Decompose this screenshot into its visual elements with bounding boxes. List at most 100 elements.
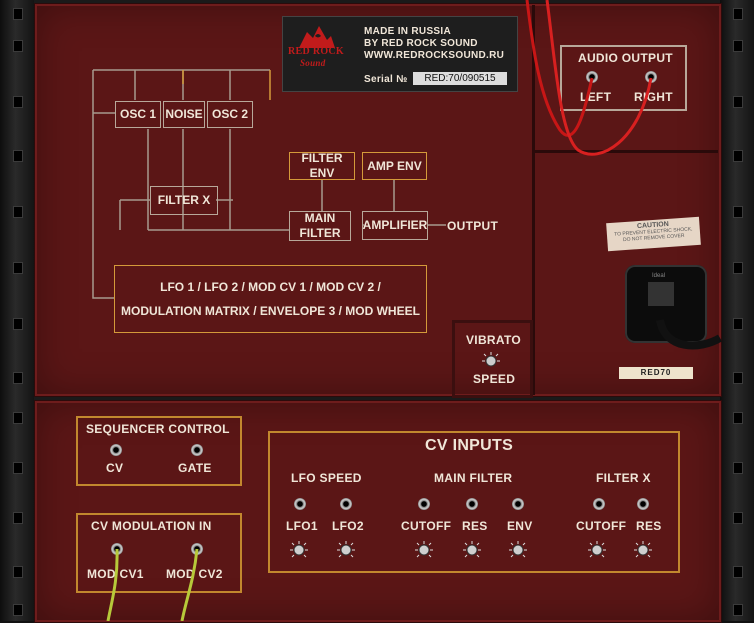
rack-mount-hole [13, 372, 23, 384]
rack-mount-hole [13, 604, 23, 616]
main-filter-res-label: RES [462, 519, 488, 533]
main-filter-cutoff-jack[interactable] [418, 498, 430, 510]
website-text: WWW.REDROCKSOUND.RU [364, 50, 505, 61]
rack-mount-hole [733, 40, 743, 52]
lfo1-cv-jack[interactable] [294, 498, 306, 510]
sequencer-gate-label: GATE [178, 461, 212, 475]
info-plate [282, 16, 518, 92]
rack-mount-hole [13, 566, 23, 578]
rack-mount-hole [733, 566, 743, 578]
filter-x-cutoff-jack[interactable] [593, 498, 605, 510]
cv-inputs-title: CV INPUTS [425, 437, 514, 454]
knob-icon [509, 541, 527, 558]
logo-brand-line2: Sound [300, 58, 326, 68]
knob-icon [634, 541, 652, 558]
sequencer-control-box [76, 416, 242, 486]
knob-icon [415, 541, 433, 558]
serial-field: RED:70/090515 [413, 72, 507, 85]
power-socket-brand: Ideal [652, 273, 666, 279]
rack-mount-hole [733, 604, 743, 616]
main-filter-env-amount-knob[interactable] [509, 541, 527, 559]
rack-mount-hole [733, 412, 743, 424]
amp-env-block: AMP ENV [362, 152, 427, 180]
rack-mount-hole [13, 318, 23, 330]
sequencer-cv-jack[interactable] [110, 444, 122, 456]
mod-cv1-label: MOD CV1 [87, 567, 144, 581]
main-filter-block: MAIN FILTER [289, 211, 351, 241]
manufacturer-text: BY RED ROCK SOUND [364, 38, 478, 49]
lfo1-label: LFO1 [286, 519, 318, 533]
filter-x-cutoff-amount-knob[interactable] [588, 541, 606, 559]
mod-cv1-jack[interactable] [111, 543, 123, 555]
lfo2-amount-knob[interactable] [337, 541, 355, 559]
main-filter-res-jack[interactable] [466, 498, 478, 510]
cv-inputs-box [268, 431, 680, 573]
panel-divider [532, 5, 535, 395]
filter-x-block: FILTER X [150, 186, 218, 215]
rack-mount-hole [733, 150, 743, 162]
modulation-sources-block: LFO 1 / LFO 2 / MOD CV 1 / MOD CV 2 / MO… [114, 265, 427, 333]
bottom-panel [34, 400, 722, 623]
mod-cv2-jack[interactable] [191, 543, 203, 555]
main-filter-env-label: ENV [507, 519, 533, 533]
vibrato-speed-knob[interactable] [482, 352, 500, 370]
knob-icon [290, 541, 308, 558]
filter-x-title: FILTER X [596, 471, 651, 485]
rack-mount-hole [733, 462, 743, 474]
lfo-speed-title: LFO SPEED [291, 471, 362, 485]
lfo1-amount-knob[interactable] [290, 541, 308, 559]
knob-icon [588, 541, 606, 558]
rack-mount-hole [13, 8, 23, 20]
rack-mount-hole [733, 318, 743, 330]
serial-label: Serial № [364, 74, 408, 85]
osc1-block: OSC 1 [115, 101, 161, 128]
rack-mount-hole [733, 8, 743, 20]
modulation-sources-line2: MODULATION MATRIX / ENVELOPE 3 / MOD WHE… [121, 304, 420, 318]
main-filter-title: MAIN FILTER [434, 471, 513, 485]
rack-mount-hole [13, 262, 23, 274]
noise-block: NOISE [163, 101, 205, 128]
sequencer-cv-label: CV [106, 461, 124, 475]
rack-mount-hole [13, 512, 23, 524]
logo [285, 18, 345, 68]
main-filter-res-amount-knob[interactable] [463, 541, 481, 559]
logo-brand-line1: RED ROCK [288, 46, 345, 57]
knob-icon [337, 541, 355, 558]
lfo2-cv-jack[interactable] [340, 498, 352, 510]
rack-mount-hole [733, 512, 743, 524]
filter-x-res-amount-knob[interactable] [634, 541, 652, 559]
rack-mount-hole [13, 96, 23, 108]
output-label: OUTPUT [447, 219, 499, 233]
filter-env-block: FILTER ENV [289, 151, 355, 180]
rack-mount-hole [733, 262, 743, 274]
made-in-text: MADE IN RUSSIA [364, 26, 451, 37]
signal-flow-lines [92, 69, 446, 299]
osc2-block: OSC 2 [207, 101, 253, 128]
filter-x-res-label: RES [636, 519, 662, 533]
cv-modulation-box [76, 513, 242, 593]
modulation-sources-line1: LFO 1 / LFO 2 / MOD CV 1 / MOD CV 2 / [160, 280, 381, 294]
rack-mount-hole [733, 96, 743, 108]
main-filter-line2: FILTER [299, 226, 341, 240]
power-socket-inner [648, 282, 674, 306]
main-filter-cutoff-amount-knob[interactable] [415, 541, 433, 559]
filter-x-cutoff-label: CUTOFF [576, 519, 627, 533]
rack-mount-hole [733, 206, 743, 218]
lfo2-label: LFO2 [332, 519, 364, 533]
rack-mount-hole [13, 40, 23, 52]
rack-mount-hole [13, 150, 23, 162]
cv-modulation-title: CV MODULATION IN [91, 519, 212, 533]
filter-x-res-jack[interactable] [637, 498, 649, 510]
main-filter-env-jack[interactable] [512, 498, 524, 510]
vibrato-title: VIBRATO [466, 333, 521, 347]
power-model-tag: RED70 [619, 367, 693, 379]
amplifier-block: AMPLIFIER [362, 211, 428, 240]
vibrato-speed-label: SPEED [473, 372, 516, 386]
sequencer-gate-jack[interactable] [191, 444, 203, 456]
rack-mount-hole [13, 462, 23, 474]
rack-mount-hole [13, 206, 23, 218]
vibrato-box [452, 320, 533, 398]
rack-mount-hole [733, 372, 743, 384]
rack-mount-hole [13, 412, 23, 424]
